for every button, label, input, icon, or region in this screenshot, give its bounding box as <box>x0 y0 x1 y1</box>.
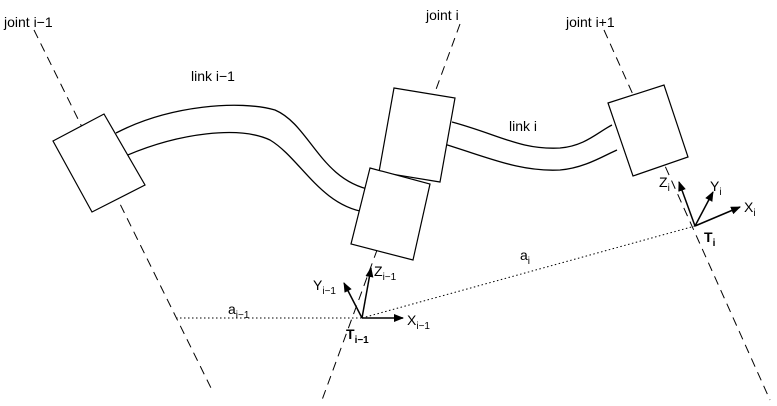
joint-box-next <box>607 84 689 177</box>
frame-prev-x-label: Xi−1 <box>407 312 430 332</box>
joint-next-label: joint i+1 <box>565 14 615 30</box>
frame-curr-x-label: Xi <box>744 199 756 219</box>
frame-curr-y-arrow <box>694 191 714 227</box>
link-prev-label: link i−1 <box>191 68 235 84</box>
link-curr-body <box>451 121 613 149</box>
frame-prev-y-label: Yi−1 <box>313 277 336 297</box>
frame-curr-y-label: Yi <box>710 178 722 198</box>
distance-prev-label: ai−1 <box>228 301 250 321</box>
joint-axis-prev <box>33 29 214 393</box>
frame-prev-y-arrow <box>343 282 363 319</box>
frame-curr-z-arrow <box>678 181 696 227</box>
link-curr-body-lower <box>443 143 618 171</box>
frame-curr-z-label: Zi <box>659 174 670 194</box>
joint-axis-next <box>603 29 771 401</box>
frame-curr-name-label: Ti <box>704 229 716 249</box>
joint-curr-label: joint i <box>425 7 459 23</box>
common-normal-curr <box>361 225 696 319</box>
joint-box-curr-upper <box>378 87 456 183</box>
link-prev-body <box>115 104 373 191</box>
joint-box-prev <box>52 113 146 213</box>
link-curr-label: link i <box>509 118 537 134</box>
link-prev-body-lower <box>122 132 366 213</box>
frame-prev-z-arrow <box>361 267 374 319</box>
joint-box-curr-lower <box>350 167 431 261</box>
frame-curr-x-arrow <box>694 206 741 227</box>
distance-curr-label: ai <box>520 247 530 267</box>
joint-prev-label: joint i−1 <box>3 14 53 30</box>
frame-prev-z-label: Zi−1 <box>374 263 397 283</box>
frame-prev-name-label: Ti−1 <box>346 326 369 346</box>
